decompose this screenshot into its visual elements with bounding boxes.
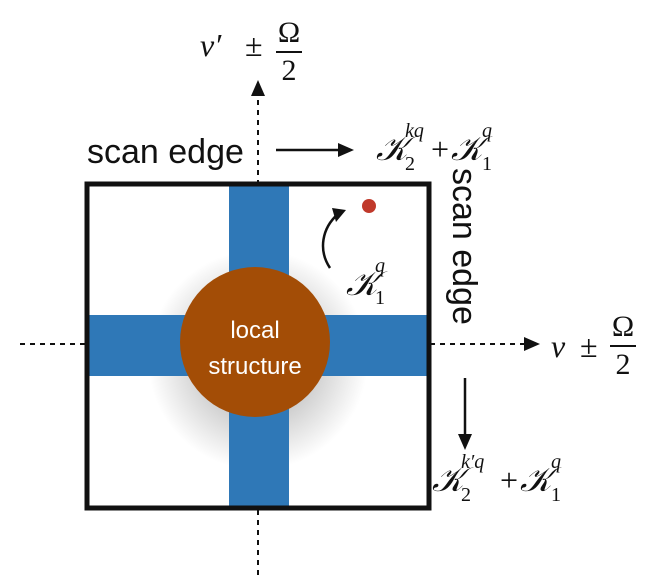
svg-text:±: ± (245, 27, 263, 63)
curved-arrowhead (332, 208, 346, 222)
down-arrow-head (458, 434, 472, 450)
top-arrow-head (338, 143, 354, 157)
y-axis-label: ν′ ± Ω 2 (200, 16, 302, 87)
svg-text:+: + (431, 131, 449, 167)
svg-text:Ω: Ω (612, 310, 634, 343)
scan-edge-right-label: scan edge (445, 168, 483, 325)
svg-text:1: 1 (551, 484, 561, 506)
svg-text:kq: kq (405, 120, 424, 142)
scan-edge-top-label: scan edge (87, 133, 244, 171)
svg-text:2: 2 (616, 348, 631, 381)
local-structure-circle (180, 267, 330, 417)
bottom-right-formula: 𝒦 k′q 2 + 𝒦 q 1 (432, 451, 562, 506)
svg-text:2: 2 (461, 484, 471, 506)
svg-text:ν: ν (551, 328, 566, 364)
scan-box (84, 181, 432, 511)
top-right-formula: 𝒦 kq 2 + 𝒦 q 1 (376, 120, 493, 175)
k1q-label: 𝒦 q 1 (346, 255, 388, 309)
svg-text:1: 1 (482, 153, 492, 175)
svg-text:q: q (482, 120, 492, 142)
center-label-line2: structure (208, 353, 301, 380)
svg-text:q: q (551, 451, 561, 473)
center-label-line1: local (230, 317, 279, 344)
x-axis-arrowhead (524, 337, 540, 351)
svg-text:ν′: ν′ (200, 27, 222, 63)
svg-text:Ω: Ω (278, 16, 300, 49)
svg-text:2: 2 (282, 54, 297, 87)
svg-text:k′q: k′q (461, 451, 484, 473)
svg-text:q: q (375, 255, 385, 277)
svg-text:+: + (500, 462, 518, 498)
svg-text:2: 2 (405, 153, 415, 175)
svg-text:1: 1 (375, 287, 385, 309)
point-marker (362, 199, 376, 213)
svg-text:±: ± (580, 328, 598, 364)
curved-arrow (321, 213, 339, 269)
x-axis-label: ν ± Ω 2 (551, 310, 636, 381)
y-axis-arrowhead (251, 80, 265, 96)
